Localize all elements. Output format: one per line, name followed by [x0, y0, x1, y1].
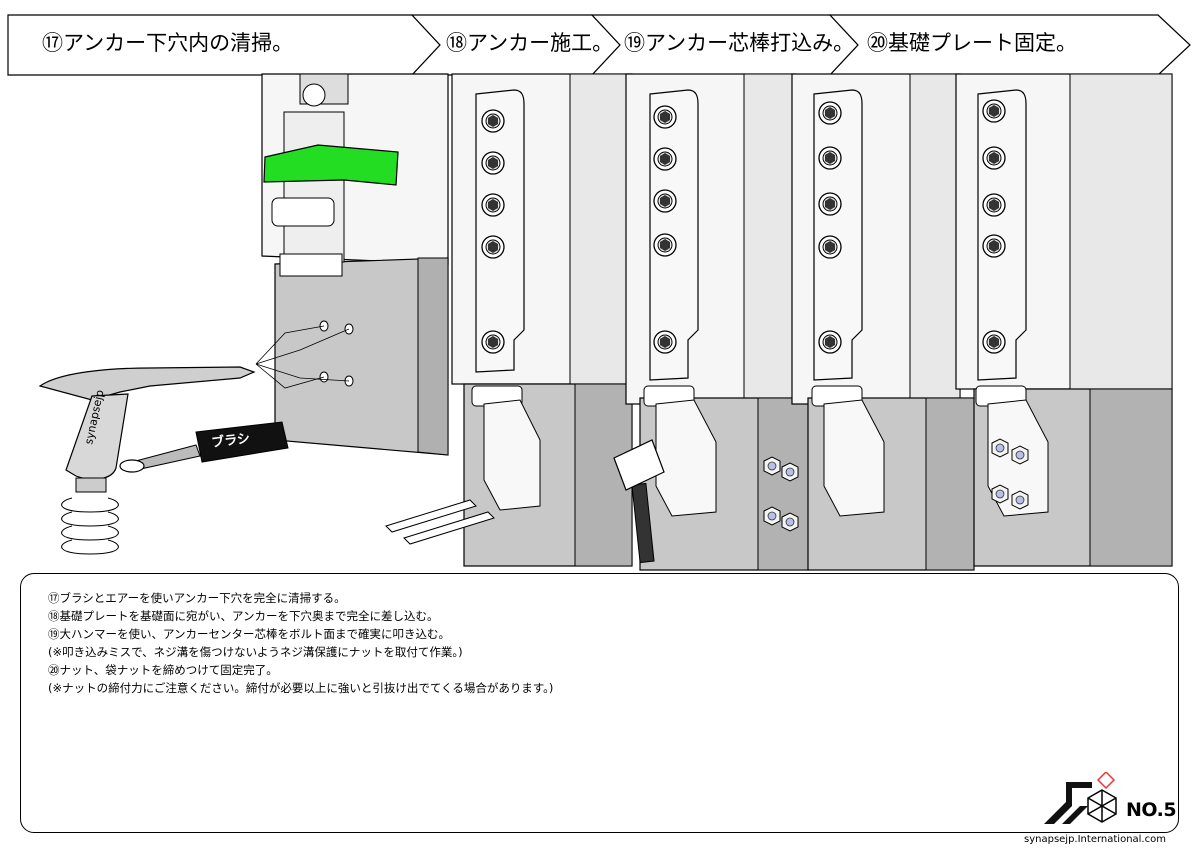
step-title-19: ⑲アンカー芯棒打込み。: [624, 31, 855, 55]
step-banner: [7, 14, 1191, 76]
step19-block: [613, 73, 809, 571]
step-title-20: ⑳基礎プレート固定。: [867, 31, 1077, 55]
air-blower: synapsejp: [38, 366, 256, 555]
sledgehammer: [613, 439, 665, 564]
installation-illustration: synapsejp ブラシ: [38, 73, 1173, 571]
guide-jig: [263, 144, 399, 186]
step19b-block: [763, 73, 975, 571]
step-title-17: ⑰アンカー下穴内の清掃。: [42, 31, 294, 55]
footer-url: synapsejp.International.com: [1024, 834, 1166, 845]
note-line: (※ナットの締付力にご注意ください。締付が必要以上に強いと引抜け出でてくる場合が…: [48, 681, 554, 695]
note-line: ⑲大ハンマーを使い、アンカーセンター芯棒をボルト面まで確実に叩き込む。: [48, 627, 451, 641]
note-line: (※叩き込みミスで、ネジ溝を傷つけないようネジ溝保護にナットを取付て作業。): [48, 645, 463, 659]
brush-label: ブラシ: [211, 430, 251, 451]
cleaning-brush: ブラシ: [119, 421, 289, 473]
notes-panel: ⑰ブラシとエアーを使いアンカー下穴を完全に清掃する。 ⑱基礎プレートを基礎面に宛…: [20, 573, 1179, 833]
step18-block: [385, 73, 633, 567]
note-line: ⑰ブラシとエアーを使いアンカー下穴を完全に清掃する。: [48, 591, 346, 605]
step20-block: [955, 73, 1173, 567]
step17-block: [255, 73, 449, 456]
note-line: ⑳ナット、袋ナットを締めつけて固定完了。: [48, 663, 278, 677]
synapse-logo: [1044, 772, 1117, 824]
page-number: NO.5: [1126, 799, 1177, 821]
note-line: ⑱基礎プレートを基礎面に宛がい、アンカーを下穴奥まで完全に差し込む。: [48, 609, 439, 623]
step-title-18: ⑱アンカー施工。: [446, 31, 614, 55]
